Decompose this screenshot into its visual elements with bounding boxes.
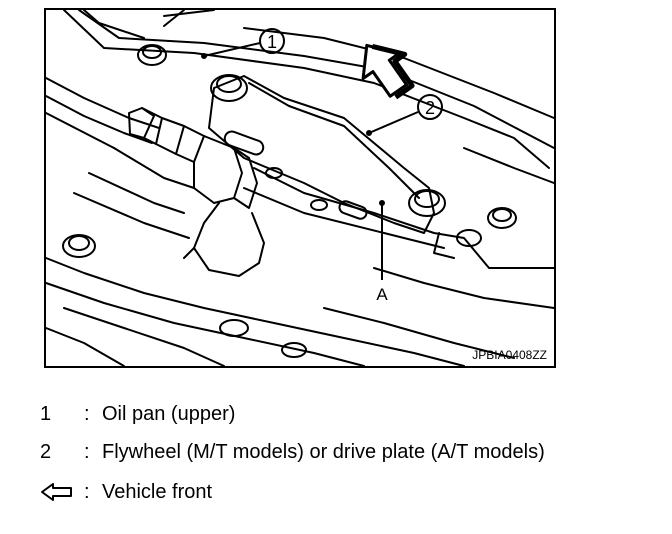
callout-1-number: 1	[267, 32, 277, 52]
legend-separator: :	[84, 480, 90, 503]
legend-text-flywheel: Flywheel (M/T models) or drive plate (A/…	[102, 440, 545, 463]
callout-1	[201, 28, 285, 59]
figure-code: JPBIA0408ZZ	[472, 348, 547, 362]
diagram-frame	[44, 8, 556, 368]
legend-key-1: 1	[40, 402, 52, 425]
legend-text-vehicle-front: Vehicle front	[102, 480, 213, 503]
legend-separator: :	[84, 440, 90, 463]
engine-diagram: 1 2 A JPBIA0408ZZ	[44, 8, 556, 368]
front-direction-arrow-icon	[361, 43, 415, 100]
engine-illustration	[45, 9, 555, 367]
callout-2-number: 2	[425, 98, 435, 118]
legend-row-1: 1 : Oil pan (upper)	[40, 399, 235, 429]
legend-key-2: 2	[40, 440, 52, 463]
bolt-icon	[456, 229, 482, 247]
legend-text-oil-pan: Oil pan (upper)	[102, 402, 236, 425]
legend-row-3: : Vehicle front	[40, 477, 212, 507]
label-a: A	[376, 285, 388, 304]
legend-separator: :	[84, 402, 90, 425]
outline-arrow-left-icon	[40, 482, 84, 502]
legend-row-2: 2 : Flywheel (M/T models) or drive plate…	[40, 437, 545, 467]
callout-2	[366, 94, 443, 136]
label-a-leader	[379, 200, 385, 280]
